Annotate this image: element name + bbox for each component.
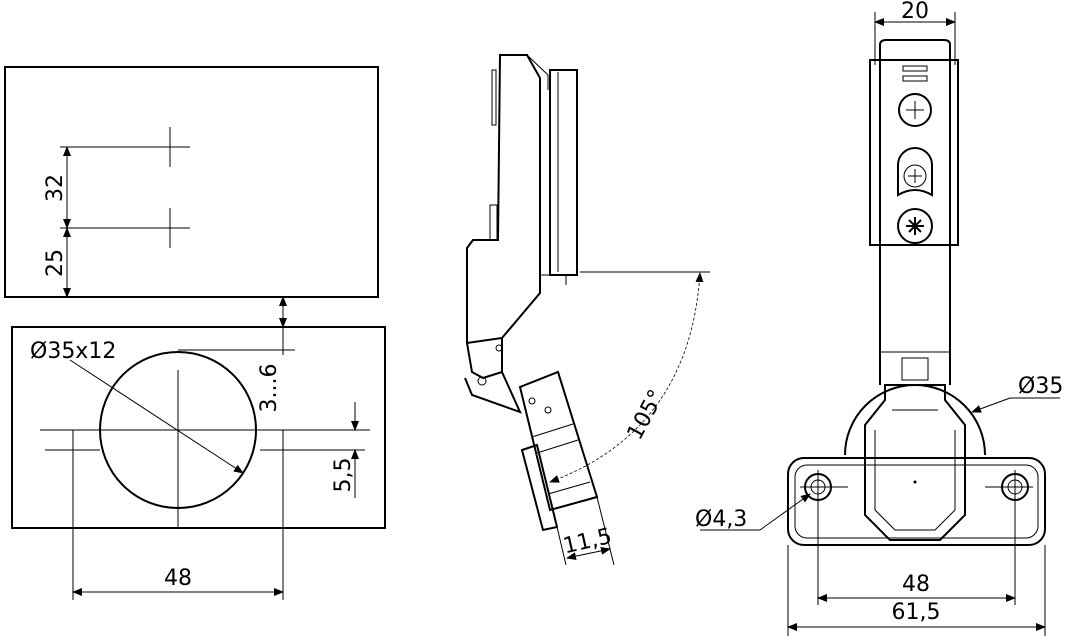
hinge-arm-body xyxy=(879,39,951,385)
door-edge-outline xyxy=(11,326,386,529)
dim-label-48: 48 xyxy=(164,566,192,591)
dim-line-11-5 xyxy=(566,546,611,561)
hole-diameter-leader xyxy=(759,493,811,531)
hinge-front-view: 20 Ø4,3 Ø35 48 xyxy=(695,0,1063,636)
dim-label-cup: Ø35x12 xyxy=(30,339,116,364)
dim-label-20: 20 xyxy=(901,0,929,24)
dim-label-105: 105° xyxy=(623,386,670,445)
dim-label-edge-distance: 3...6 xyxy=(257,364,282,413)
cup-flange xyxy=(520,443,559,532)
dim-label-32: 32 xyxy=(43,174,68,202)
drill-mark-lower xyxy=(60,208,190,248)
adjustment-screw-bottom-icon xyxy=(897,208,933,244)
adjustment-screw-top-icon xyxy=(898,93,932,127)
drill-mark-upper xyxy=(60,127,190,167)
opening-angle-arc xyxy=(549,272,704,483)
dim-label-hole-spacing: 48 xyxy=(902,572,930,597)
door-panel-view: 32 25 xyxy=(4,66,379,298)
cup-hole-view: Ø35x12 3...6 5,5 48 xyxy=(11,296,386,600)
cup-diameter-leader xyxy=(69,359,244,474)
mounting-base xyxy=(787,457,1046,546)
hinge-side-view: 105° 11,5 xyxy=(464,54,710,566)
dim-label-25: 25 xyxy=(43,249,68,277)
dim-label-hole-diameter: Ø4,3 xyxy=(695,507,747,532)
dim-label-5-5: 5,5 xyxy=(331,458,356,493)
pivot-pin xyxy=(477,376,487,386)
hinge-arm xyxy=(466,54,541,345)
cup-octagon xyxy=(864,384,966,541)
adjustment-screw-middle-icon xyxy=(897,147,933,197)
dim-label-cup-diameter: Ø35 xyxy=(1018,374,1063,399)
door-panel-outline xyxy=(4,66,379,298)
dim-label-base-width: 61,5 xyxy=(892,600,941,625)
dim-label-11-5: 11,5 xyxy=(561,524,614,559)
mounting-plate xyxy=(549,69,578,276)
cup-diameter-leader-front xyxy=(971,397,1011,413)
